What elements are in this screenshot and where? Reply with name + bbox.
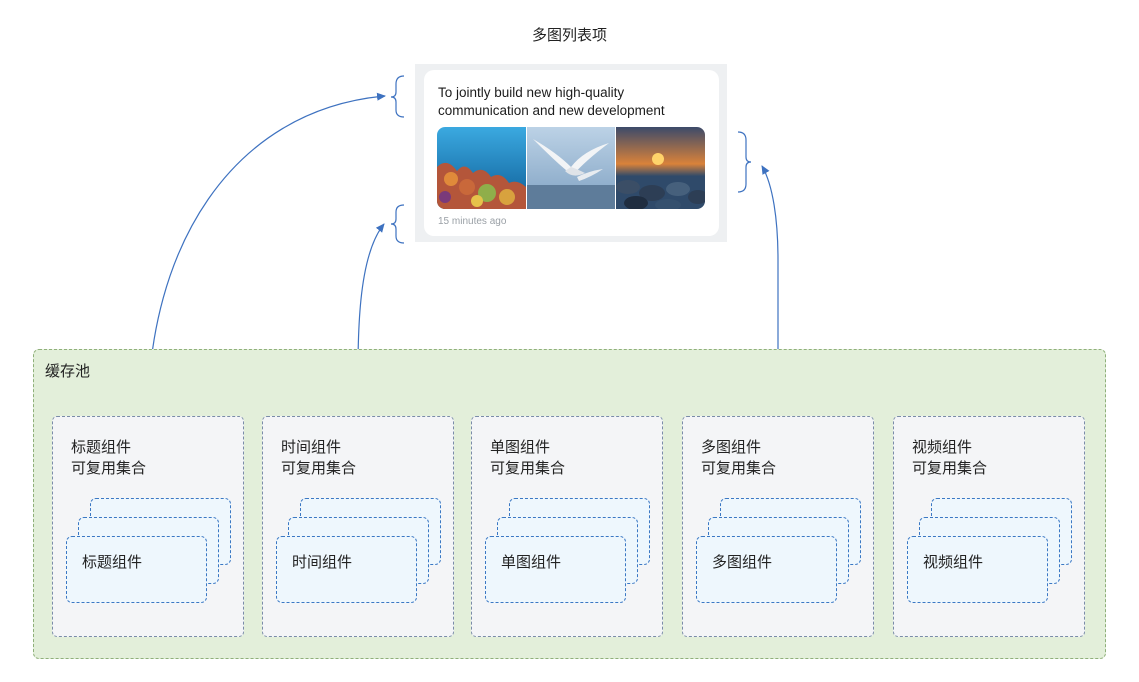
component-label: 时间组件: [292, 553, 353, 571]
images-brace: [737, 131, 752, 193]
component-label: 视频组件: [923, 553, 984, 571]
card-title: To jointly build new high-quality commun…: [438, 85, 665, 118]
group-label-line1: 时间组件: [281, 438, 342, 456]
group-label: 单图组件 可复用集合: [490, 437, 565, 479]
time-component-group: 时间组件 可复用集合 时间组件: [262, 416, 454, 637]
image-row: [437, 127, 705, 209]
video-component-group: 视频组件 可复用集合 视频组件: [893, 416, 1085, 637]
component-label: 标题组件: [82, 553, 143, 571]
seagull-image: [527, 127, 615, 209]
component-label: 单图组件: [501, 553, 562, 571]
diagram-title: 多图列表项: [531, 26, 607, 44]
title-component-group: 标题组件 可复用集合 标题组件: [52, 416, 244, 637]
stack-card-front: 时间组件: [276, 536, 417, 603]
time-brace: [390, 204, 405, 244]
multi-image-component-group: 多图组件 可复用集合 多图组件: [682, 416, 874, 637]
group-label-line2: 可复用集合: [71, 459, 147, 477]
group-label-line1: 标题组件: [71, 438, 132, 456]
group-label-line2: 可复用集合: [281, 459, 357, 477]
group-label: 多图组件 可复用集合: [701, 437, 776, 479]
stack-card-front: 单图组件: [485, 536, 626, 603]
stack-card-front: 视频组件: [907, 536, 1048, 603]
group-label: 标题组件 可复用集合: [71, 437, 146, 479]
card-time: 15 minutes ago: [438, 216, 507, 227]
group-label-line2: 可复用集合: [490, 459, 566, 477]
group-label-line1: 多图组件: [701, 438, 762, 456]
cache-pool-label: 缓存池: [45, 362, 91, 380]
list-item-card[interactable]: To jointly build new high-quality commun…: [424, 70, 719, 236]
multi-image-component-arrow: [761, 165, 779, 416]
single-image-component-group: 单图组件 可复用集合 单图组件: [471, 416, 663, 637]
group-label-line2: 可复用集合: [701, 459, 777, 477]
stack-card-front: 多图组件: [696, 536, 837, 603]
group-label-line1: 单图组件: [490, 438, 551, 456]
coral-reef-image: [437, 127, 526, 209]
group-label: 视频组件 可复用集合: [912, 437, 987, 479]
stack-card-front: 标题组件: [66, 536, 207, 603]
group-label-line2: 可复用集合: [912, 459, 988, 477]
title-brace: [390, 75, 405, 118]
component-label: 多图组件: [712, 553, 773, 571]
group-label: 时间组件 可复用集合: [281, 437, 356, 479]
sunset-pebbles-image: [616, 127, 705, 209]
group-label-line1: 视频组件: [912, 438, 973, 456]
